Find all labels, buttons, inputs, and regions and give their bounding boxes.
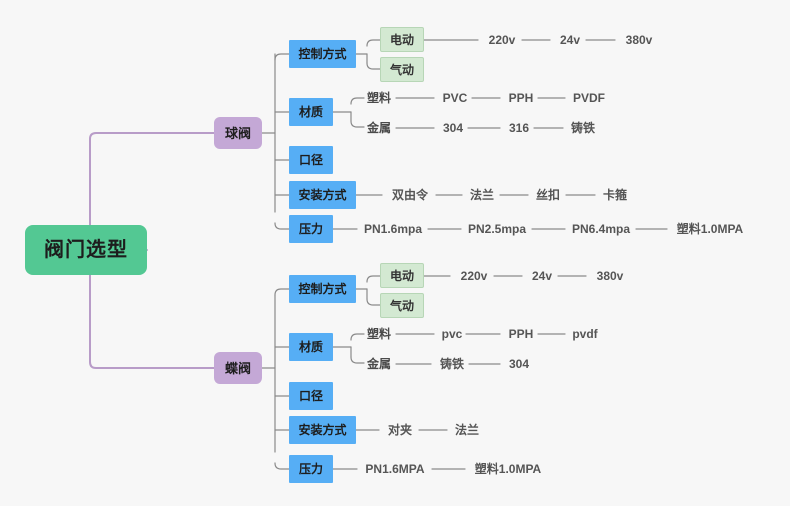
branch-node-butterfly-valve[interactable]: 蝶阀: [214, 352, 262, 384]
branch1-connectors: [261, 288, 290, 470]
leaf-node-butterfly-cast-iron[interactable]: 铸铁: [439, 357, 464, 371]
leaf-node-ball-pvc[interactable]: PVC: [442, 91, 468, 105]
leaf-node-ball-flange[interactable]: 法兰: [469, 188, 494, 202]
category-node-ball-install-mode[interactable]: 安装方式: [289, 181, 356, 209]
leaf-node-butterfly-pn16[interactable]: PN1.6MPA: [365, 462, 425, 476]
leaf-node-butterfly-220v[interactable]: 220v: [460, 269, 488, 283]
root-node[interactable]: 阀门选型: [25, 225, 147, 275]
leaf-node-butterfly-380v[interactable]: 380v: [596, 269, 624, 283]
category-node-butterfly-control-mode[interactable]: 控制方式: [289, 275, 356, 303]
leaf-node-ball-pvdf[interactable]: PVDF: [572, 91, 605, 105]
branch0-to-cat4: [274, 222, 290, 230]
leaf-node-butterfly-pvc[interactable]: pvc: [441, 327, 463, 341]
category-node-ball-control-mode[interactable]: 控制方式: [289, 40, 356, 68]
leaf-node-butterfly-pvdf[interactable]: pvdf: [572, 327, 598, 341]
leaf-node-ball-pn16[interactable]: PN1.6mpa: [363, 222, 423, 236]
category-node-butterfly-install-mode[interactable]: 安装方式: [289, 416, 356, 444]
leaf-node-butterfly-metal[interactable]: 金属: [366, 357, 391, 371]
leaf-node-butterfly-24v[interactable]: 24v: [531, 269, 553, 283]
leaf-node-butterfly-pneumatic[interactable]: 气动: [380, 293, 424, 318]
category-node-ball-material[interactable]: 材质: [289, 98, 333, 126]
leaf-node-butterfly-wafer[interactable]: 对夹: [387, 423, 412, 437]
leaf-node-ball-380v[interactable]: 380v: [625, 33, 653, 47]
leaf-node-ball-pneumatic[interactable]: 气动: [380, 57, 424, 82]
category-node-ball-diameter[interactable]: 口径: [289, 146, 333, 174]
leaf-node-ball-pn64[interactable]: PN6.4mpa: [571, 222, 631, 236]
category-node-butterfly-material[interactable]: 材质: [289, 333, 333, 361]
leaf-node-ball-pn25[interactable]: PN2.5mpa: [467, 222, 527, 236]
leaf-node-ball-plastic-10mpa[interactable]: 塑料1.0MPA: [676, 222, 744, 236]
leaf-node-ball-thread[interactable]: 丝扣: [535, 188, 560, 202]
leaf-node-butterfly-electric[interactable]: 电动: [380, 263, 424, 288]
leaf-node-butterfly-304[interactable]: 304: [508, 357, 530, 371]
leaf-node-butterfly-pph[interactable]: PPH: [508, 327, 534, 341]
leaf-node-ball-24v[interactable]: 24v: [559, 33, 581, 47]
category-node-butterfly-pressure[interactable]: 压力: [289, 455, 333, 483]
category-node-ball-pressure[interactable]: 压力: [289, 215, 333, 243]
leaf-node-butterfly-plastic-10mpa[interactable]: 塑料1.0MPA: [474, 462, 542, 476]
leaf-node-ball-220v[interactable]: 220v: [488, 33, 516, 47]
branch0-to-cat0: [274, 53, 290, 61]
leaf-node-ball-clamp[interactable]: 卡箍: [602, 188, 627, 202]
leaf-node-ball-304[interactable]: 304: [442, 121, 464, 135]
leaf-node-ball-pph[interactable]: PPH: [508, 91, 534, 105]
leaf-node-ball-cast-iron[interactable]: 铸铁: [570, 121, 595, 135]
leaf-node-ball-metal[interactable]: 金属: [366, 121, 391, 135]
branch1-to-cat0: [274, 288, 290, 296]
leaf-node-butterfly-plastic[interactable]: 塑料: [366, 327, 391, 341]
leaf-node-ball-plastic[interactable]: 塑料: [366, 91, 391, 105]
leaf-node-ball-union[interactable]: 双由令: [391, 188, 428, 202]
leaf-node-ball-316[interactable]: 316: [508, 121, 530, 135]
leaf-node-butterfly-flange[interactable]: 法兰: [454, 423, 479, 437]
branch0-connectors: [261, 53, 290, 230]
category-node-butterfly-diameter[interactable]: 口径: [289, 382, 333, 410]
branch1-to-cat4: [274, 462, 290, 470]
branch-node-ball-valve[interactable]: 球阀: [214, 117, 262, 149]
leaf-node-ball-electric[interactable]: 电动: [380, 27, 424, 52]
